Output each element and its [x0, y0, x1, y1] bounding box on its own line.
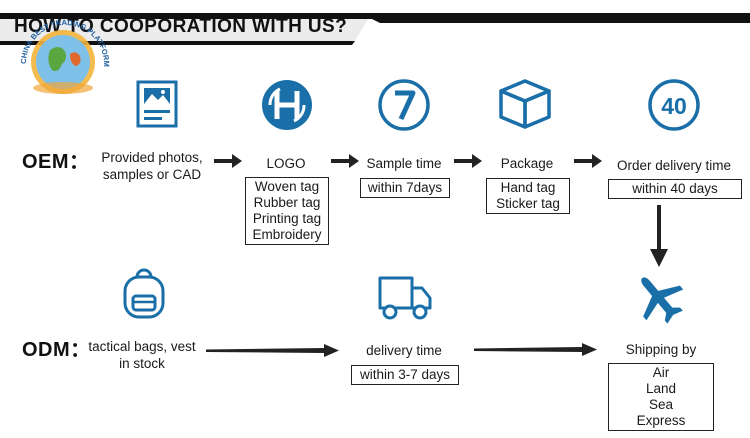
arrow-down-icon — [650, 205, 668, 267]
forty-icon: 40 — [646, 78, 702, 132]
detail-item: within 7days — [367, 180, 443, 195]
odm-step-2-title: delivery time — [366, 343, 442, 358]
seven-icon — [377, 78, 431, 132]
svg-text:40: 40 — [661, 93, 687, 119]
arrow-right-icon — [214, 154, 244, 168]
arrow-right-icon — [331, 154, 361, 168]
image-icon — [136, 80, 178, 128]
detail-item: Land — [645, 381, 677, 396]
sample-time-box: within 7days — [360, 178, 450, 198]
page-title: HOW TO COOPORATION WITH US? — [14, 16, 348, 37]
detail-item: Woven tag — [254, 179, 320, 194]
odm-step-3-title: Shipping by — [625, 342, 697, 357]
detail-item: Hand tag — [500, 180, 556, 195]
airplane-icon — [631, 270, 687, 326]
arrow-right-icon — [574, 154, 604, 168]
truck-icon — [376, 270, 434, 322]
detail-item: within 3-7 days — [359, 367, 451, 382]
logo-options-box: Woven tag Rubber tag Printing tag Embroi… — [245, 177, 329, 245]
detail-item: Sea — [648, 397, 674, 412]
package-options-box: Hand tag Sticker tag — [486, 178, 570, 214]
title-banner: HOW TO COOPORATION WITH US? — [0, 13, 750, 45]
detail-item: Express — [636, 413, 686, 428]
order-delivery-box: within 40 days — [608, 179, 742, 199]
arrow-right-long-icon — [474, 343, 598, 357]
detail-item: Embroidery — [252, 227, 322, 242]
banner-background — [0, 13, 750, 45]
oem-step-2-title: LOGO — [266, 156, 306, 171]
arrow-right-icon — [454, 154, 484, 168]
detail-item: Sticker tag — [496, 196, 560, 211]
detail-item: Rubber tag — [253, 195, 321, 210]
package-icon — [498, 78, 552, 130]
oem-step-3-title: Sample time — [366, 156, 442, 171]
delivery-time-box: within 3-7 days — [351, 365, 459, 385]
odm-label: ODM： — [22, 339, 91, 361]
shipping-methods-box: Air Land Sea Express — [608, 363, 714, 431]
company-logo: CHINA BEST TRADING PLATFORM — [12, 6, 114, 104]
detail-item: Air — [652, 365, 670, 380]
oem-step-5-title: Order delivery time — [616, 158, 732, 173]
odm-step-1-title: tactical bags, vest in stock — [88, 339, 196, 371]
oem-step-1-title: Provided photos, samples or CAD — [101, 150, 203, 182]
oem-label: OEM： — [22, 151, 90, 173]
detail-item: within 40 days — [632, 181, 718, 196]
backpack-icon — [118, 268, 170, 320]
detail-item: Printing tag — [252, 211, 322, 226]
oem-step-4-title: Package — [500, 156, 554, 171]
logo-h-icon — [260, 78, 314, 132]
arrow-right-long-icon — [206, 344, 340, 358]
